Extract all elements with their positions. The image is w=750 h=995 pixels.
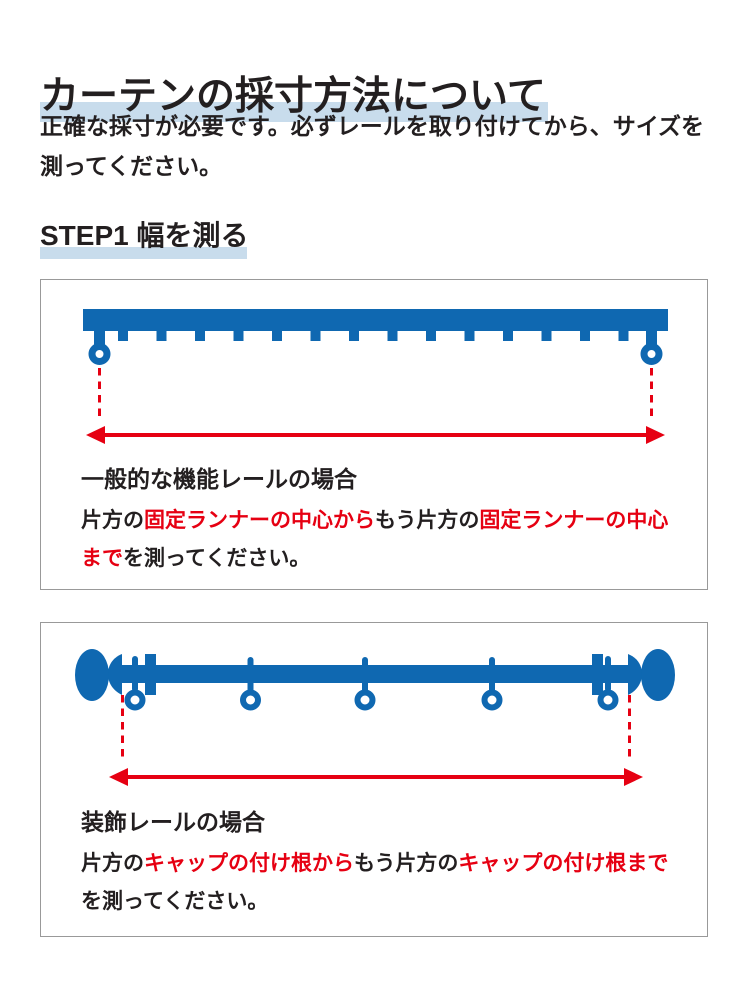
fixed-runner-ring-right (640, 343, 663, 365)
page-title: カーテンの採寸方法について (40, 72, 548, 123)
curtain-rings (124, 656, 619, 711)
text-segment: を測ってください。 (81, 890, 269, 913)
finial-cap-right (628, 649, 675, 701)
fixed-runner-ring-left (88, 343, 111, 365)
decorative-rail-box: 装飾レールの場合 片方のキャップの付け根からもう片方のキャップの付け根まで を測… (40, 622, 708, 937)
text-segment-emphasis: 固定ランナーの中心から (144, 509, 375, 532)
ring (240, 689, 261, 711)
text-segment: 片方の (81, 852, 144, 875)
bracket-left (145, 654, 156, 695)
ring (597, 689, 619, 711)
decorative-rail-diagram (75, 649, 675, 786)
rail-bar (83, 309, 668, 331)
ring (481, 689, 503, 711)
functional-rail-diagram (83, 309, 668, 444)
bracket-right (592, 654, 603, 695)
intro-line-2: 測ってください。 (40, 153, 223, 179)
text-segment: 片方の (81, 509, 144, 532)
pole (122, 665, 628, 683)
text-segment: もう片方の (375, 509, 480, 532)
measure-arrow (86, 426, 665, 444)
functional-rail-description-line-2: までを測ってください。 (81, 540, 668, 578)
step1-underline-highlight (40, 247, 247, 259)
text-segment-emphasis: キャップの付け根まで (458, 852, 669, 875)
text-segment: もう片方の (354, 852, 459, 875)
functional-rail-heading: 一般的な機能レールの場合 (81, 466, 357, 492)
measure-arrow (109, 768, 643, 786)
ring-hook (605, 656, 611, 692)
finial-cap-left (75, 649, 122, 701)
text-segment-emphasis: 固定ランナーの中心 (479, 509, 669, 532)
decorative-rail-description: 片方のキャップの付け根からもう片方のキャップの付け根まで を測ってください。 (81, 845, 668, 921)
rail-teeth (107, 330, 633, 341)
decorative-rail-description-line-1: 片方のキャップの付け根からもう片方のキャップの付け根まで (81, 845, 668, 883)
ring-hook (247, 657, 254, 693)
runner-stem-left (94, 330, 105, 345)
decorative-rail-description-line-2: を測ってください。 (81, 883, 668, 921)
runner-stem-right (646, 330, 657, 345)
functional-rail-description: 片方の固定ランナーの中心からもう片方の固定ランナーの中心 までを測ってください。 (81, 502, 668, 578)
text-segment: を測ってください。 (123, 547, 311, 570)
functional-rail-description-line-1: 片方の固定ランナーの中心からもう片方の固定ランナーの中心 (81, 502, 668, 540)
decorative-rail-heading: 装飾レールの場合 (81, 809, 265, 835)
intro-line-1: 正確な採寸が必要です。必ずレールを取り付けてから、サイズを (40, 113, 705, 139)
text-segment-emphasis: キャップの付け根から (144, 852, 354, 875)
functional-rail-box: 一般的な機能レールの場合 片方の固定ランナーの中心からもう片方の固定ランナーの中… (40, 279, 708, 590)
text-segment-emphasis: まで (81, 547, 123, 570)
intro-text: 正確な採寸が必要です。必ずレールを取り付けてから、サイズを 測ってください。 (40, 106, 730, 186)
ring (354, 689, 376, 711)
step1-heading: STEP1 幅を測る (40, 220, 249, 251)
ring-hook (132, 656, 138, 692)
ring-hook (489, 657, 495, 693)
ring (124, 689, 146, 711)
ring-hook (362, 657, 368, 693)
